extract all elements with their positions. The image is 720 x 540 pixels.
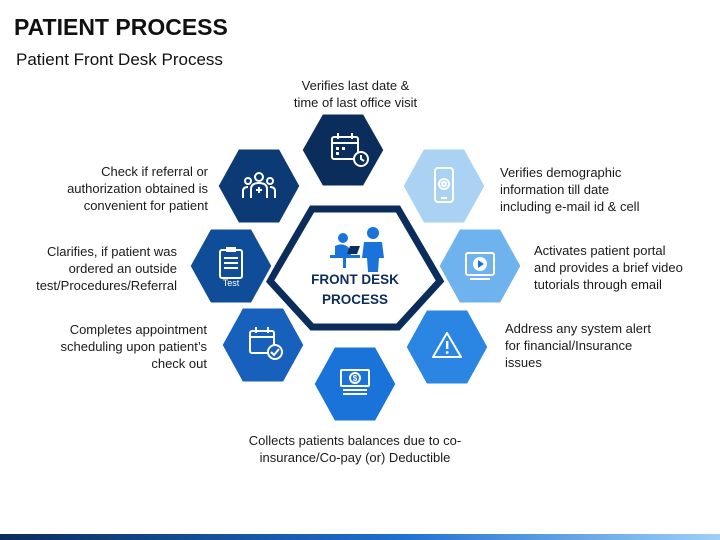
calendar-check-icon (249, 327, 283, 360)
page-subtitle: Patient Front Desk Process (16, 50, 223, 69)
step-hexagon-lower-right (403, 307, 491, 387)
step-hexagon-top (299, 111, 387, 189)
step-hexagon-upper-right (400, 146, 488, 226)
step-label-upper-left: Check if referral or authorization obtai… (67, 164, 208, 213)
video-player-icon (465, 252, 495, 280)
center-hexagon-border (265, 205, 445, 331)
test-icon-label: Test (223, 278, 240, 288)
step-hexagon-bottom: $ (311, 344, 399, 424)
step-hexagon-right (436, 226, 524, 306)
step-label-bottom: Collects patients balances due to co- in… (248, 433, 462, 465)
step-label-lower-right: Address any system alert for financial/I… (505, 321, 651, 370)
step-label-left: Clarifies, if patient was ordered an out… (36, 244, 177, 293)
step-label-right: Activates patient portal and provides a … (534, 243, 683, 292)
test-clipboard-icon (219, 247, 243, 279)
step-label-upper-right: Verifies demographic information till da… (500, 165, 640, 214)
front-desk-meeting-icon (330, 227, 384, 272)
center-label: FRONT DESK PROCESS (311, 272, 399, 307)
step-hexagon-lower-left (219, 305, 307, 385)
calendar-clock-icon (331, 133, 369, 167)
svg-text:$: $ (353, 374, 358, 383)
step-hexagon-left: Test (187, 226, 275, 306)
alert-triangle-icon (432, 332, 462, 358)
step-hexagon-upper-left (215, 146, 303, 226)
footer-gradient-bar (0, 534, 720, 540)
cash-stack-icon: $ (340, 369, 370, 395)
mobile-email-icon (434, 167, 454, 203)
step-label-lower-left: Completes appointment scheduling upon pa… (60, 322, 208, 371)
medical-team-icon (242, 172, 276, 198)
page-title: PATIENT PROCESS (14, 14, 228, 40)
step-label-top: Verifies last date & time of last office… (293, 78, 418, 110)
